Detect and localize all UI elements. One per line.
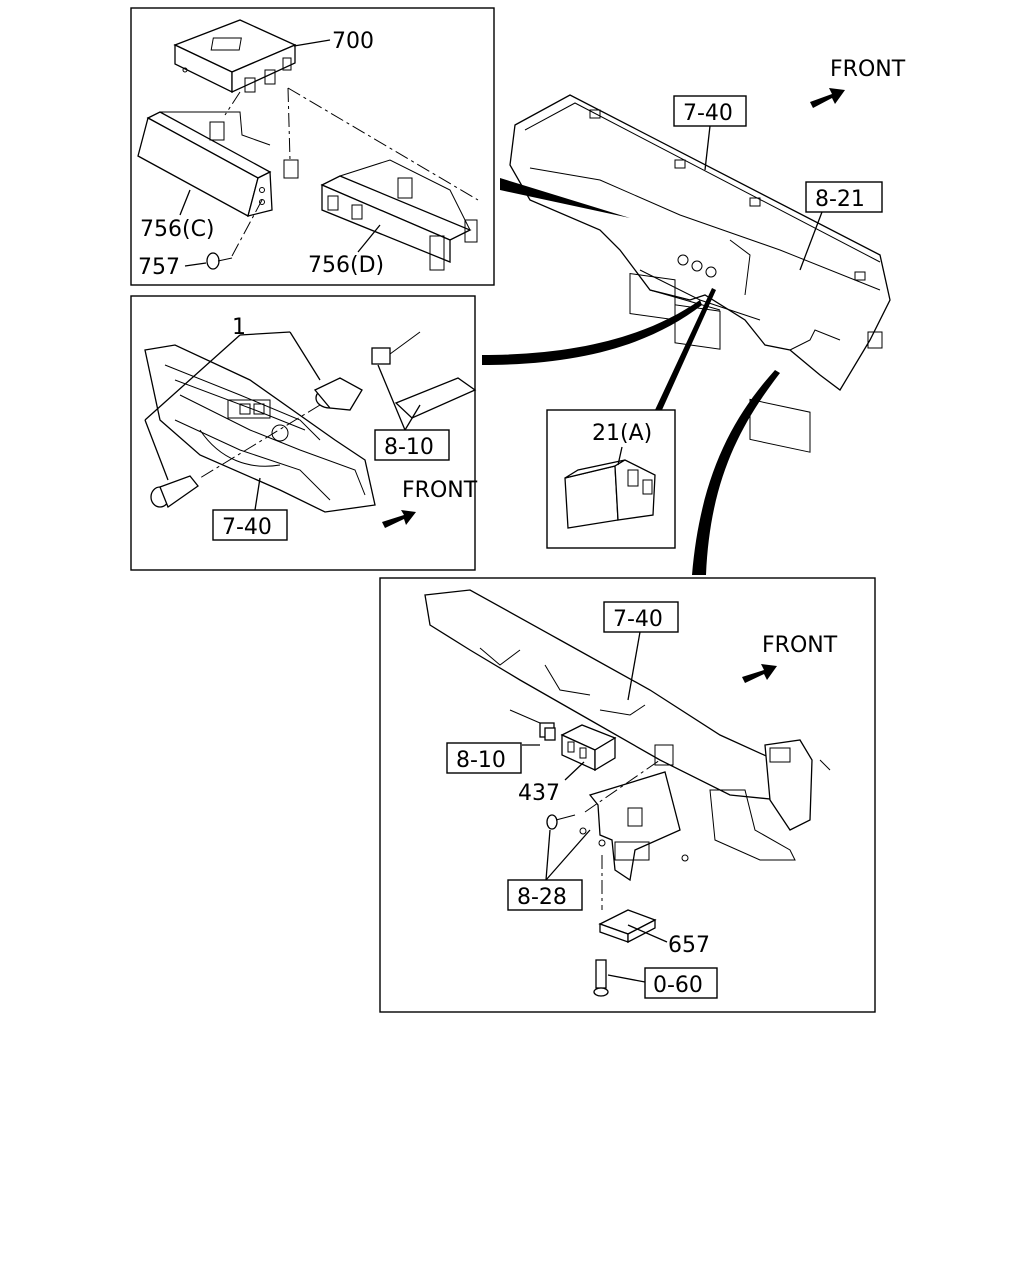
front-arrow-bot-icon [742,664,777,683]
callout-657: 657 [668,933,710,958]
panel-radio-brackets: 700 756(C) 757 756(D) [130,7,495,286]
socket-part-1 [150,377,363,509]
connector-810-d [509,709,556,741]
front-arrow-top-icon [810,88,845,108]
callout-437: 437 [518,781,560,806]
callout-756d: 756(D) [308,253,384,278]
switch-bezel [144,344,376,513]
bracket-756c [137,111,299,217]
dashboard-overview [509,94,891,453]
callout-756c: 756(C) [140,217,215,242]
screw-757 [206,252,233,270]
leader-wedges [482,178,780,575]
callout-1: 1 [232,315,246,340]
panel-switch-bezel: 1 8-10 7-40 FRONT [130,295,478,571]
callout-757: 757 [138,255,180,280]
callout-700: 700 [332,29,374,54]
relay-437 [560,724,617,772]
callout-740-d: 7-40 [613,607,663,632]
screw-828 [546,814,576,830]
callout-810-b: 8-10 [384,435,434,460]
connector-810-b [371,331,477,419]
bracket-828 [579,771,689,882]
callout-810-d: 8-10 [456,748,506,773]
front-label-mid: FRONT [402,478,478,503]
switch-21a [564,459,656,529]
front-label-top: FRONT [830,57,906,82]
callout-060: 0-60 [653,973,703,998]
bolt-060 [593,959,609,997]
block-657 [598,909,657,944]
cross-car-beam [424,589,831,861]
front-arrow-mid-icon [382,510,416,528]
panel-switch-21a: 21(A) [546,409,676,549]
radio-unit-700 [173,19,297,94]
front-label-bot: FRONT [762,633,838,658]
bracket-756d [320,159,478,271]
callout-821: 8-21 [815,187,865,212]
callout-740-b: 7-40 [222,515,272,540]
callout-828: 8-28 [517,885,567,910]
callout-740-top: 7-40 [683,101,733,126]
callout-21a: 21(A) [592,421,652,446]
panel-lower-frame: 7-40 8-10 437 8-28 657 0-60 FRONT [379,577,876,1013]
